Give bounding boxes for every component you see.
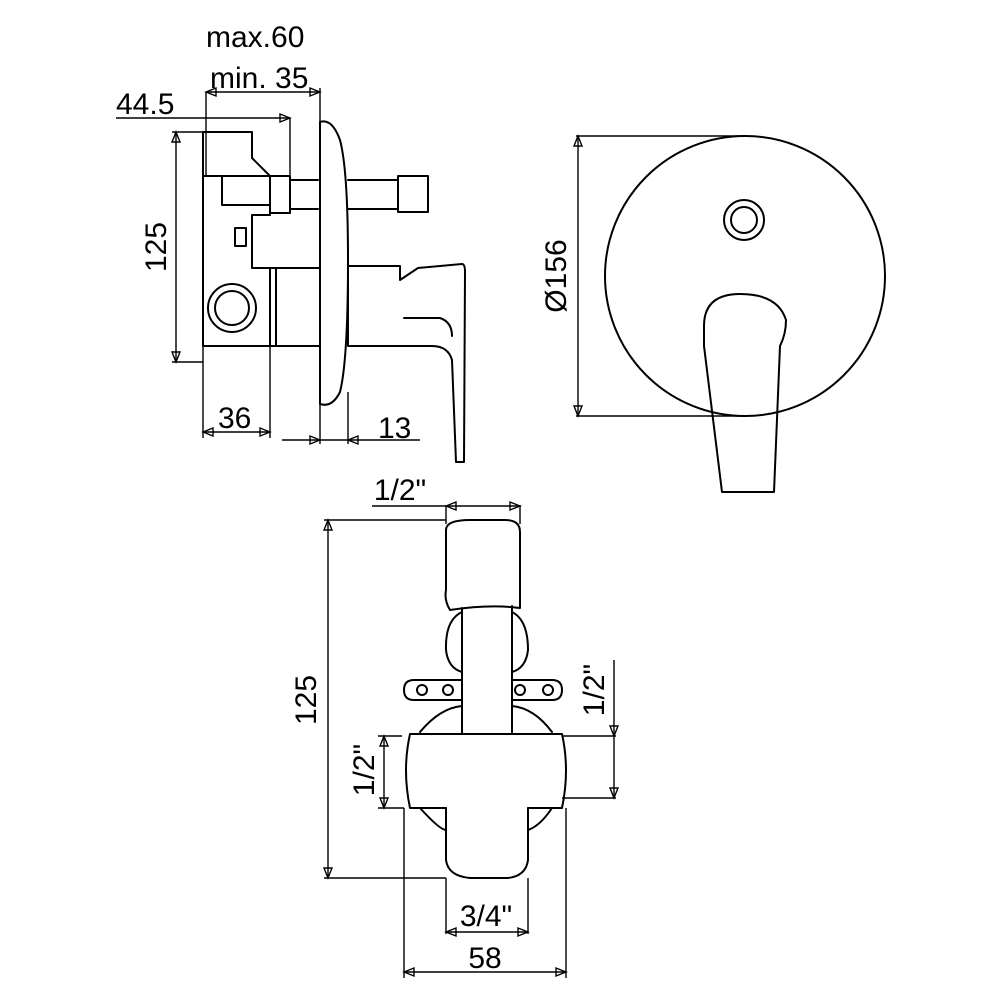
dim-plate-gap: 13 bbox=[378, 412, 411, 445]
bottom-view-tube bbox=[461, 605, 513, 735]
side-view-lever bbox=[347, 263, 466, 463]
dim-bottom-outlet: 3/4" bbox=[460, 900, 512, 933]
bottom-view-hole-2 bbox=[442, 684, 454, 696]
dim-body-depth: 36 bbox=[218, 402, 251, 435]
dim-right-outlet: 1/2" bbox=[578, 664, 611, 716]
front-view bbox=[604, 135, 886, 493]
bottom-view-backplate bbox=[444, 611, 529, 673]
dim-max-depth: max.60 bbox=[206, 21, 304, 54]
side-view-body bbox=[202, 175, 271, 347]
dim-offset: 44.5 bbox=[116, 88, 174, 121]
side-view-diverter-knob bbox=[347, 175, 429, 213]
side-view bbox=[202, 120, 466, 463]
bottom-view-main-body bbox=[405, 733, 567, 809]
side-view-top-extension bbox=[202, 131, 271, 177]
bottom-view-ear-left bbox=[403, 679, 463, 701]
side-view-wall-plate bbox=[319, 120, 349, 406]
side-view-inlet-inner bbox=[214, 290, 250, 326]
side-view-spindle bbox=[221, 175, 319, 214]
front-view-plate bbox=[604, 135, 886, 417]
side-view-slot bbox=[234, 227, 247, 247]
side-view-dimension-lines bbox=[116, 86, 420, 446]
bottom-view-hole-4 bbox=[542, 684, 554, 696]
bottom-view-dimension-lines bbox=[322, 500, 620, 978]
front-view-lever bbox=[703, 293, 787, 493]
bottom-view-hole-3 bbox=[514, 684, 526, 696]
dim-diameter: Ø156 bbox=[540, 239, 573, 312]
side-view-inlet-outer bbox=[207, 283, 257, 333]
bottom-view-bottom-outlet bbox=[445, 807, 529, 879]
front-view-knob-outer bbox=[723, 199, 765, 241]
bottom-view-hole-1 bbox=[416, 684, 428, 696]
dim-min-depth: min. 35 bbox=[210, 62, 308, 95]
dim-bottom-width: 58 bbox=[468, 942, 501, 975]
front-view-knob-inner bbox=[730, 206, 758, 234]
dim-side-height: 125 bbox=[140, 222, 173, 272]
dim-left-outlet: 1/2" bbox=[348, 744, 381, 796]
bottom-view-rear-arc bbox=[419, 705, 553, 831]
side-view-cartridge bbox=[269, 267, 321, 347]
dim-top-inlet: 1/2" bbox=[374, 474, 426, 507]
dim-bottom-height: 125 bbox=[290, 675, 323, 725]
front-view-dimension-lines bbox=[572, 134, 745, 418]
bottom-view bbox=[403, 519, 567, 879]
bottom-view-top-inlet bbox=[444, 519, 521, 611]
bottom-view-ear-right bbox=[511, 679, 563, 701]
